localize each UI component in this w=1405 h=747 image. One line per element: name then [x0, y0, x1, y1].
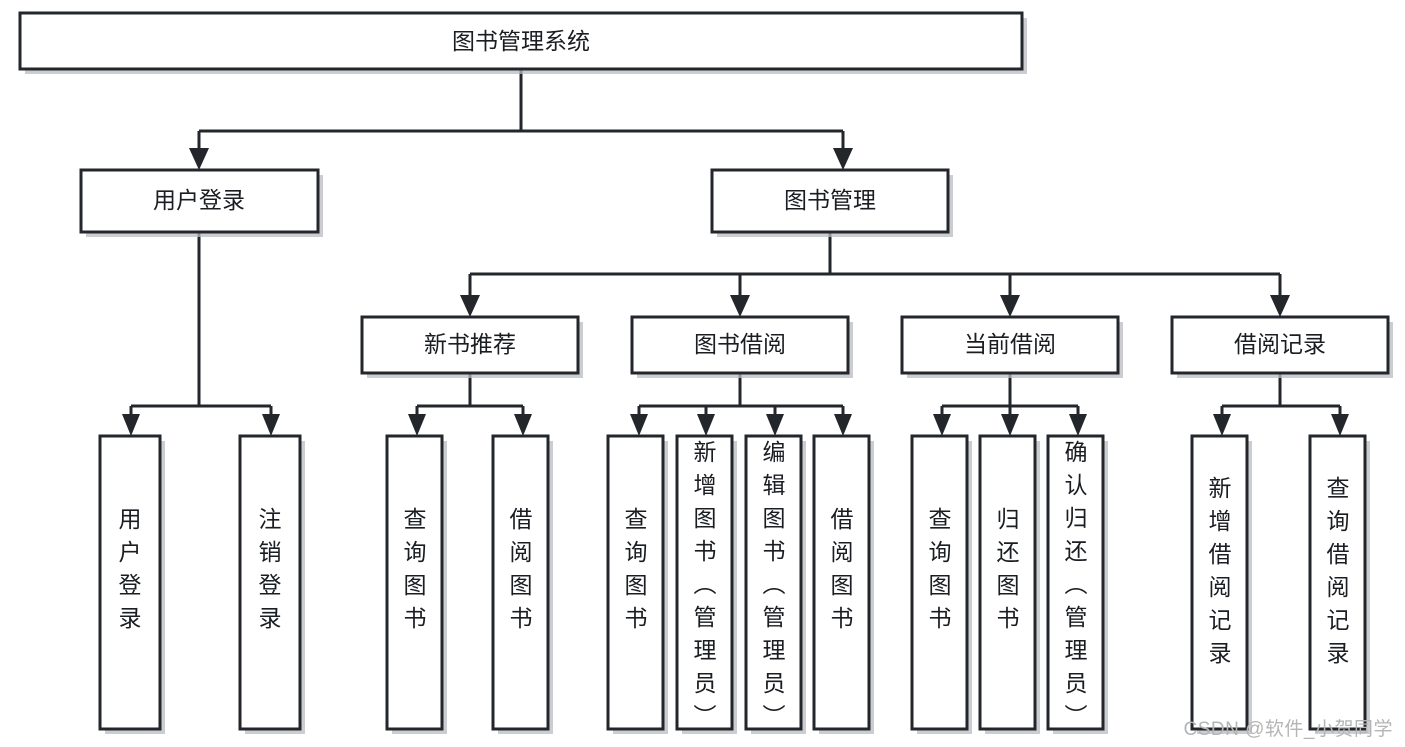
connector-root-trunk [197, 69, 845, 150]
csdn-watermark: CSDN @软件_小贺同学 [1183, 719, 1393, 740]
connector-layer [122, 69, 1349, 436]
node-book-management-box[interactable] [710, 168, 950, 234]
arrowhead-leaf-user-logout [262, 414, 280, 436]
node-leaf-query-record-box[interactable] [1308, 434, 1367, 731]
connector-bookborrow-trunk [637, 373, 845, 416]
arrowhead-leaf-edit-book [766, 414, 784, 436]
node-user-login-box[interactable] [79, 168, 320, 234]
node-borrow-record-label: 借阅记录 [1234, 331, 1326, 357]
node-leaf-confirm-return-box[interactable] [1046, 434, 1105, 731]
node-leaf-add-record[interactable]: 新增借阅记录 [1190, 434, 1252, 734]
connector-bookmgmt-trunk [468, 232, 1282, 297]
node-leaf-query-book-2-box[interactable] [606, 434, 665, 731]
node-leaf-query-book-1-box[interactable] [385, 434, 444, 731]
connector-userlogin-trunk [129, 232, 273, 416]
arrowhead-leaf-add-record [1213, 414, 1231, 436]
node-book-borrow[interactable]: 图书借阅 [630, 315, 853, 378]
node-borrow-record-box[interactable] [1170, 315, 1390, 375]
node-leaf-borrow-book-2[interactable]: 借阅图书 [812, 434, 874, 734]
node-leaf-add-book-box[interactable] [675, 434, 734, 731]
arrowhead-leaf-add-book [697, 414, 715, 436]
node-leaf-query-book-3-box[interactable] [910, 434, 969, 731]
node-leaf-borrow-book-2-box[interactable] [812, 434, 871, 731]
node-leaf-add-book-label: 新增图书︵管理员︶ [694, 439, 717, 729]
node-leaf-borrow-book-1-box[interactable] [491, 434, 550, 731]
node-leaf-query-book-2-label: 查询图书 [625, 506, 648, 631]
arrowhead-borrow-record [1270, 295, 1290, 317]
node-leaf-user-login-label: 用户登录 [119, 506, 142, 631]
arrowhead-book-borrow [730, 295, 750, 317]
node-leaf-edit-book-box[interactable] [744, 434, 803, 731]
arrowhead-current-borrow [1000, 295, 1020, 317]
node-leaf-return-book[interactable]: 归还图书 [978, 434, 1040, 734]
connector-borrowrecord-trunk [1220, 373, 1342, 416]
node-leaf-edit-book[interactable]: 编辑图书︵管理员︶ [744, 434, 806, 734]
node-leaf-query-book-3[interactable]: 查询图书 [910, 434, 972, 734]
node-leaf-query-book-1-label: 查询图书 [404, 506, 427, 631]
connector-currentborrow-trunk [940, 373, 1080, 416]
arrowhead-user-login [189, 148, 209, 170]
node-leaf-user-logout-box[interactable] [238, 434, 302, 731]
node-leaf-borrow-book-2-label: 借阅图书 [831, 506, 854, 631]
node-book-borrow-label: 图书借阅 [694, 331, 786, 357]
node-leaf-return-book-label: 归还图书 [997, 506, 1020, 631]
node-current-borrow-label: 当前借阅 [964, 331, 1056, 357]
node-leaf-user-login-box[interactable] [98, 434, 162, 731]
arrowhead-leaf-borrow-book-2 [834, 414, 852, 436]
node-leaf-add-record-box[interactable] [1190, 434, 1249, 731]
node-leaf-query-book-1[interactable]: 查询图书 [385, 434, 447, 734]
node-user-login-label: 用户登录 [153, 187, 245, 213]
node-leaf-borrow-book-1[interactable]: 借阅图书 [491, 434, 553, 734]
arrowhead-leaf-borrow-book-1 [514, 414, 532, 436]
node-book-management-label: 图书管理 [784, 187, 876, 213]
connector-newbook-trunk [415, 373, 525, 416]
arrowhead-leaf-return-book [1001, 414, 1019, 436]
node-user-login[interactable]: 用户登录 [79, 168, 323, 237]
arrowhead-new-book-recommend [460, 295, 480, 317]
node-leaf-add-book[interactable]: 新增图书︵管理员︶ [675, 434, 737, 734]
arrowhead-leaf-query-record [1331, 414, 1349, 436]
node-leaf-edit-book-label: 编辑图书︵管理员︶ [763, 439, 786, 729]
node-leaf-user-logout[interactable]: 注销登录 [238, 434, 305, 734]
node-leaf-add-record-label: 新增借阅记录 [1209, 475, 1232, 666]
node-root-label: 图书管理系统 [452, 28, 590, 54]
arrowhead-leaf-user-login [122, 414, 140, 436]
arrowhead-leaf-confirm-return [1069, 414, 1087, 436]
node-leaf-query-book-3-label: 查询图书 [929, 506, 952, 631]
node-root[interactable]: 图书管理系统 [18, 11, 1027, 74]
node-root-box[interactable] [18, 11, 1024, 71]
arrowhead-leaf-query-book-2 [630, 414, 648, 436]
node-leaf-query-record[interactable]: 查询借阅记录 [1308, 434, 1370, 734]
node-new-book-recommend-label: 新书推荐 [424, 331, 516, 357]
node-new-book-recommend-box[interactable] [360, 315, 580, 375]
arrowhead-leaf-query-book-1 [408, 414, 426, 436]
node-leaf-user-login[interactable]: 用户登录 [98, 434, 165, 734]
node-current-borrow[interactable]: 当前借阅 [900, 315, 1123, 378]
node-leaf-user-logout-label: 注销登录 [259, 506, 282, 631]
arrowhead-leaf-query-book-3 [933, 414, 951, 436]
node-leaf-query-record-label: 查询借阅记录 [1327, 475, 1350, 666]
node-leaf-confirm-return-label: 确认归还︵管理员︶ [1065, 439, 1088, 729]
node-new-book-recommend[interactable]: 新书推荐 [360, 315, 583, 378]
node-leaf-borrow-book-1-label: 借阅图书 [510, 506, 533, 631]
node-current-borrow-box[interactable] [900, 315, 1120, 375]
node-book-management[interactable]: 图书管理 [710, 168, 953, 237]
node-leaf-return-book-box[interactable] [978, 434, 1037, 731]
node-book-borrow-box[interactable] [630, 315, 850, 375]
arrowhead-book-management [833, 148, 853, 170]
node-borrow-record[interactable]: 借阅记录 [1170, 315, 1393, 378]
node-leaf-query-book-2[interactable]: 查询图书 [606, 434, 668, 734]
node-leaf-confirm-return[interactable]: 确认归还︵管理员︶ [1046, 434, 1108, 734]
